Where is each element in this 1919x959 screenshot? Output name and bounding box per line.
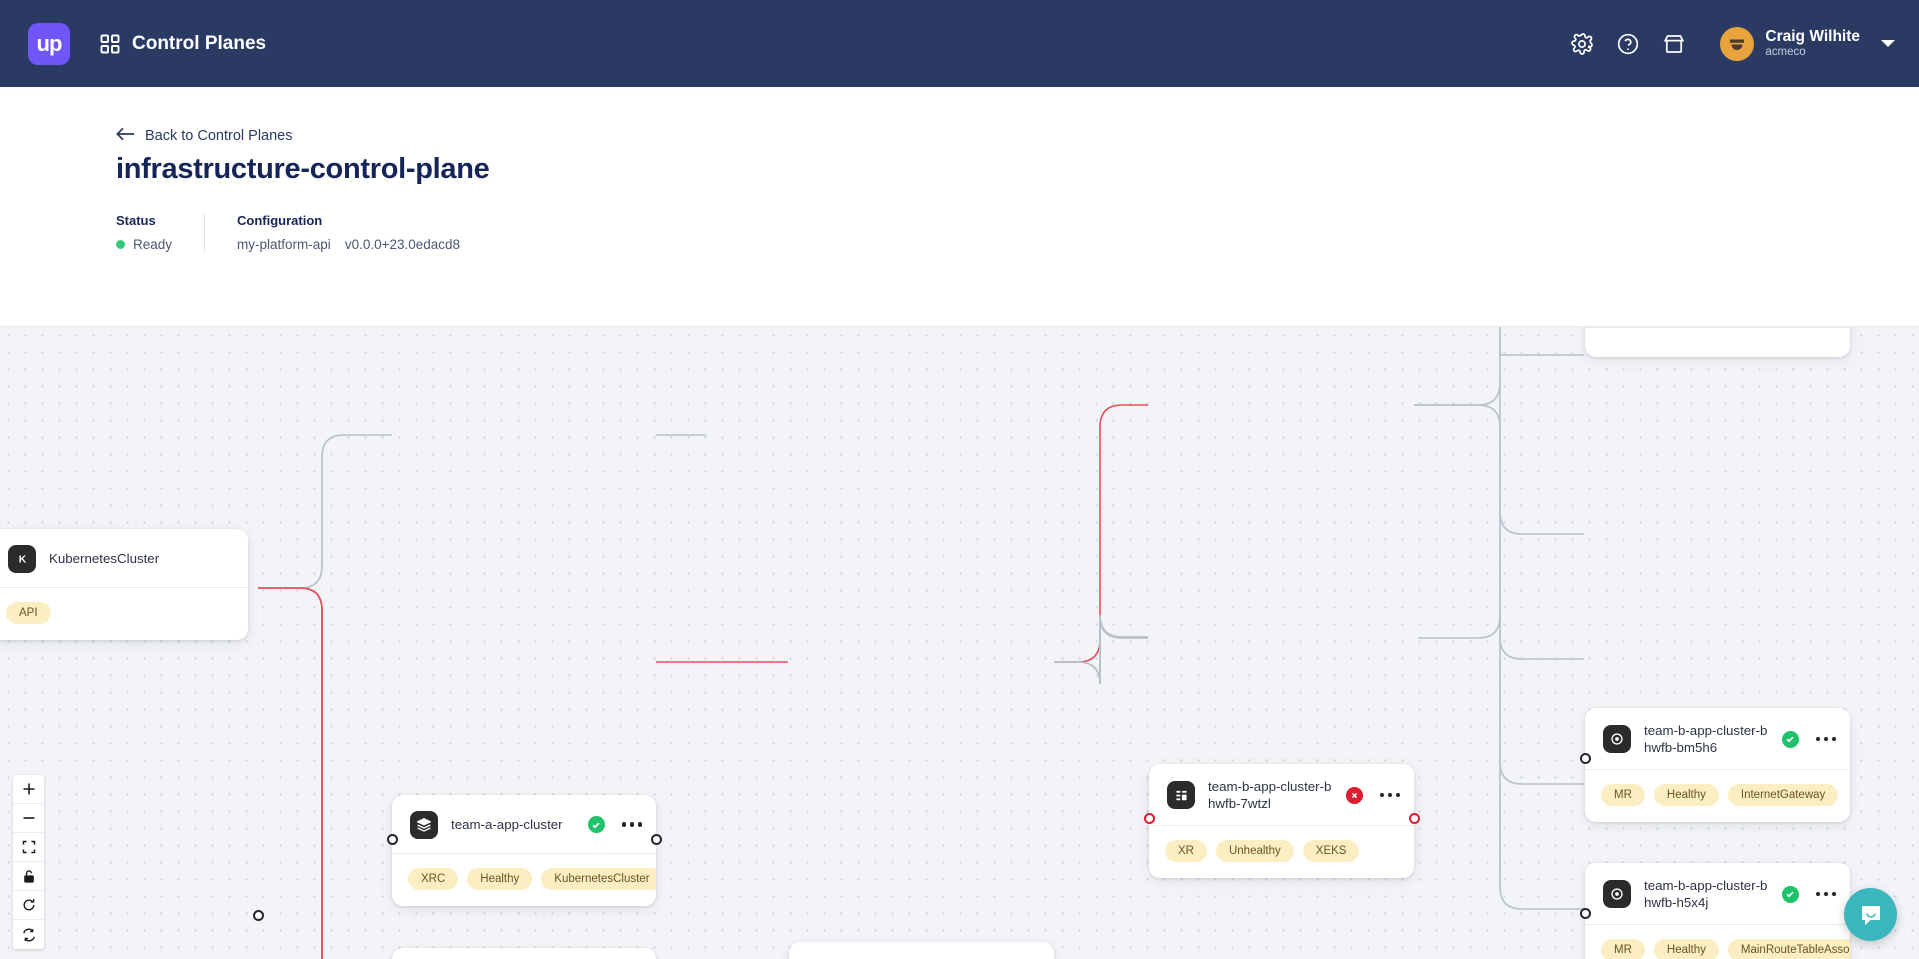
node-handle-right[interactable] [651, 834, 662, 845]
node-handle-right[interactable] [1409, 813, 1420, 824]
chat-bubble-icon[interactable] [1844, 888, 1897, 941]
graph-node-team-b-app-cluster-bhwfb-bm5h6[interactable]: team-b-app-cluster-bhwfb-bm5h6 MR Health… [1585, 708, 1850, 823]
node-tag: MR [1601, 939, 1645, 959]
status-healthy-icon [1781, 885, 1799, 903]
graph-controls [13, 775, 44, 949]
node-divider [1149, 825, 1414, 827]
marketplace-icon[interactable] [1662, 32, 1686, 56]
node-divider [1585, 924, 1850, 926]
node-handle-left[interactable] [1580, 753, 1591, 764]
node-tag: API [6, 602, 51, 624]
node-title: team-b-app-cluster-bhwfb-7wtzl [1208, 779, 1332, 812]
status-healthy-icon [1781, 730, 1799, 748]
node-menu-button[interactable] [1376, 792, 1400, 798]
node-menu-button[interactable] [618, 822, 642, 827]
app-name: Control Planes [132, 32, 267, 54]
status-label: Status [116, 213, 156, 228]
node-divider [1585, 769, 1850, 771]
node-tag: MR [1601, 784, 1645, 807]
app-switcher[interactable]: Control Planes [100, 33, 266, 55]
node-title: team-b-app-cluster-bhwfb-h5x4j [1644, 878, 1768, 911]
grid-icon [100, 34, 120, 54]
node-divider [392, 853, 656, 854]
node-tag: XR [1165, 840, 1207, 863]
node-tag: Unhealthy [1215, 840, 1294, 863]
node-tag: Healthy [467, 868, 533, 890]
graph-node-team-b-app-cluster-bhwfb-7wtzl[interactable]: team-b-app-cluster-bhwfb-7wtzl XR Unheal… [1149, 764, 1414, 879]
upbound-logo[interactable]: up [28, 22, 70, 65]
configuration-label: Configuration [237, 213, 323, 228]
graph-node-team-a-app-cluster[interactable]: team-a-app-cluster XRC Healthy Kubernete… [392, 795, 656, 906]
graph-node-team-b-app-cluster-bhwfb-h5x4j[interactable]: team-b-app-cluster-bhwfb-h5x4j MR Health… [1585, 863, 1850, 959]
nav-actions: Craig Wilhite acmeco [1570, 26, 1895, 61]
node-tag: XEKS [1302, 840, 1360, 863]
node-tag: Healthy [1653, 939, 1719, 959]
tab-bar-underline [0, 326, 1919, 327]
svg-text:K: K [18, 554, 26, 565]
graph-node-team-b-app-cluster-bhwfb[interactable]: team-b-app-cluster-bhwfb XR Unhealthy XK… [789, 942, 1054, 959]
user-menu[interactable]: Craig Wilhite acmeco [1720, 26, 1895, 61]
node-title: team-b-app-cluster-bhwfb [848, 956, 973, 959]
managed-resource-icon [1603, 880, 1631, 909]
gear-icon[interactable] [1570, 32, 1594, 56]
back-to-control-planes-link[interactable]: Back to Control Planes [116, 127, 293, 145]
reset-icon[interactable] [13, 891, 44, 920]
page-header: Back to Control Planes infrastructure-co… [0, 87, 1919, 393]
back-link-label: Back to Control Planes [145, 128, 293, 144]
configuration-version: v0.0.0+23.0edacd8 [344, 237, 461, 252]
k8s-icon: K [8, 544, 36, 573]
graph-node-partial-above[interactable] [1585, 327, 1850, 357]
node-menu-button[interactable] [1812, 736, 1836, 742]
node-tag: XRC [408, 868, 459, 890]
lock-icon[interactable] [13, 862, 44, 891]
node-tag: KubernetesCluster [541, 868, 656, 890]
graph-node-kubernetescluster[interactable]: K KubernetesCluster API [0, 529, 248, 640]
status-block: Status Ready [116, 213, 172, 252]
node-divider [1585, 327, 1850, 328]
user-org: acmeco [1765, 45, 1806, 58]
meta-divider [204, 213, 206, 252]
logo-text: up [36, 30, 63, 56]
top-navigation-bar: up Control Planes [0, 0, 1919, 87]
page-title: infrastructure-control-plane [116, 153, 490, 185]
node-handle-left[interactable] [1144, 813, 1155, 824]
help-icon[interactable] [1616, 32, 1640, 56]
node-title: team-a-app-cluster [451, 816, 563, 832]
node-tag: InternetGateway [1727, 784, 1839, 807]
layers-icon [410, 810, 438, 839]
user-name: Craig Wilhite [1765, 27, 1860, 45]
managed-resource-icon [1603, 725, 1631, 754]
status-unhealthy-icon [1345, 786, 1363, 804]
page-meta: Status Ready Configuration my-platform-a… [116, 213, 460, 252]
node-divider [0, 587, 248, 588]
status-healthy-icon [587, 816, 605, 833]
status-badge: Ready [116, 237, 172, 252]
node-tag: MainRouteTableAssociation [1727, 939, 1850, 959]
node-handle-right[interactable] [253, 910, 264, 921]
status-dot-icon [116, 240, 125, 249]
zoom-out-icon[interactable] [13, 804, 44, 833]
graph-node-team-b-app-cluster[interactable]: team-b-app-cluster XRC Unhealthy Kuberne… [392, 948, 656, 959]
resource-graph-canvas[interactable]: K KubernetesCluster API team-a-app-clust… [0, 327, 1919, 959]
node-title: KubernetesCluster [49, 550, 160, 566]
node-title: team-b-app-cluster-bhwfb-bm5h6 [1644, 723, 1768, 756]
status-value: Ready [133, 237, 173, 252]
configuration-name: my-platform-api [237, 237, 331, 252]
configuration-block: Configuration my-platform-api v0.0.0+23.… [237, 213, 460, 252]
composite-icon [1167, 781, 1195, 810]
arrow-left-icon [116, 127, 135, 145]
avatar [1720, 26, 1755, 61]
node-handle-left[interactable] [387, 834, 398, 845]
fit-view-icon[interactable] [13, 833, 44, 862]
node-handle-left[interactable] [1580, 908, 1591, 919]
node-menu-button[interactable] [1812, 891, 1836, 897]
graph-edges [258, 327, 1584, 959]
chevron-down-icon [1881, 40, 1895, 47]
sync-icon[interactable] [13, 920, 44, 949]
node-tag: Healthy [1653, 784, 1719, 807]
zoom-in-icon[interactable] [13, 775, 44, 804]
